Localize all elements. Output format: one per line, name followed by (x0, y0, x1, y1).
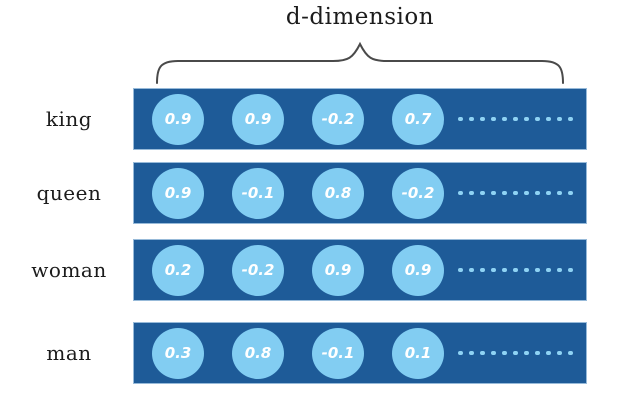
vector-bar: 0.9 -0.1 0.8 -0.2 (133, 162, 587, 224)
ellipsis-dot (458, 351, 463, 355)
vector-value-circle: 0.8 (232, 327, 284, 379)
vector-cells: 0.9 -0.1 0.8 -0.2 (152, 163, 444, 223)
d-dimension-brace-icon (156, 41, 564, 84)
ellipsis-dot (502, 351, 507, 355)
ellipsis-dot (568, 351, 573, 355)
word-label: king (45, 107, 93, 131)
ellipsis-dot (502, 117, 507, 121)
ellipsis-dot (469, 117, 474, 121)
vector-value-circle: -0.1 (312, 327, 364, 379)
ellipsis-dot (546, 351, 551, 355)
ellipsis-dot (546, 117, 551, 121)
vector-value-circle: -0.2 (312, 93, 364, 145)
ellipsis-dots (458, 163, 573, 223)
ellipsis-dot (491, 268, 496, 272)
ellipsis-dot (568, 191, 573, 195)
ellipsis-dot (480, 191, 485, 195)
vector-cells: 0.2 -0.2 0.9 0.9 (152, 240, 444, 300)
ellipsis-dot (480, 268, 485, 272)
ellipsis-dot (513, 268, 518, 272)
word-label: queen (36, 181, 102, 205)
ellipsis-dot (546, 268, 551, 272)
ellipsis-dot (557, 191, 562, 195)
vector-value-circle: 0.9 (152, 93, 204, 145)
ellipsis-dot (535, 191, 540, 195)
embedding-row: queen 0.9 -0.1 0.8 -0.2 (0, 162, 637, 224)
vector-value-circle: 0.8 (312, 167, 364, 219)
vector-value-circle: 0.7 (392, 93, 444, 145)
ellipsis-dot (535, 117, 540, 121)
ellipsis-dots (458, 323, 573, 383)
ellipsis-dot (480, 351, 485, 355)
ellipsis-dot (491, 191, 496, 195)
ellipsis-dot (568, 268, 573, 272)
vector-value-circle: -0.2 (232, 244, 284, 296)
ellipsis-dot (557, 117, 562, 121)
ellipsis-dot (513, 351, 518, 355)
ellipsis-dot (524, 268, 529, 272)
ellipsis-dot (524, 117, 529, 121)
word-label: man (46, 341, 92, 365)
vector-value-circle: 0.1 (392, 327, 444, 379)
ellipsis-dot (458, 117, 463, 121)
ellipsis-dot (524, 351, 529, 355)
ellipsis-dot (480, 117, 485, 121)
ellipsis-dot (469, 268, 474, 272)
ellipsis-dot (458, 191, 463, 195)
vector-cells: 0.3 0.8 -0.1 0.1 (152, 323, 444, 383)
ellipsis-dot (535, 268, 540, 272)
vector-value-circle: -0.2 (392, 167, 444, 219)
ellipsis-dot (557, 351, 562, 355)
ellipsis-dot (513, 191, 518, 195)
ellipsis-dot (469, 191, 474, 195)
ellipsis-dots (458, 240, 573, 300)
embedding-row: man 0.3 0.8 -0.1 0.1 (0, 322, 637, 384)
word-label: woman (31, 258, 107, 282)
vector-value-circle: 0.9 (392, 244, 444, 296)
ellipsis-dot (502, 191, 507, 195)
vector-bar: 0.9 0.9 -0.2 0.7 (133, 88, 587, 150)
vector-value-circle: 0.2 (152, 244, 204, 296)
vector-value-circle: 0.9 (152, 167, 204, 219)
ellipsis-dot (524, 191, 529, 195)
ellipsis-dot (513, 117, 518, 121)
vector-value-circle: 0.9 (312, 244, 364, 296)
ellipsis-dot (568, 117, 573, 121)
diagram-title: d-dimension (285, 4, 435, 30)
ellipsis-dot (557, 268, 562, 272)
vector-bar: 0.3 0.8 -0.1 0.1 (133, 322, 587, 384)
ellipsis-dot (491, 117, 496, 121)
vector-value-circle: 0.3 (152, 327, 204, 379)
ellipsis-dot (491, 351, 496, 355)
vector-bar: 0.2 -0.2 0.9 0.9 (133, 239, 587, 301)
vector-value-circle: -0.1 (232, 167, 284, 219)
ellipsis-dot (535, 351, 540, 355)
embedding-row: king 0.9 0.9 -0.2 0.7 (0, 88, 637, 150)
ellipsis-dot (502, 268, 507, 272)
vector-cells: 0.9 0.9 -0.2 0.7 (152, 89, 444, 149)
ellipsis-dot (469, 351, 474, 355)
ellipsis-dot (546, 191, 551, 195)
embedding-row: woman 0.2 -0.2 0.9 0.9 (0, 239, 637, 301)
ellipsis-dots (458, 89, 573, 149)
ellipsis-dot (458, 268, 463, 272)
vector-value-circle: 0.9 (232, 93, 284, 145)
